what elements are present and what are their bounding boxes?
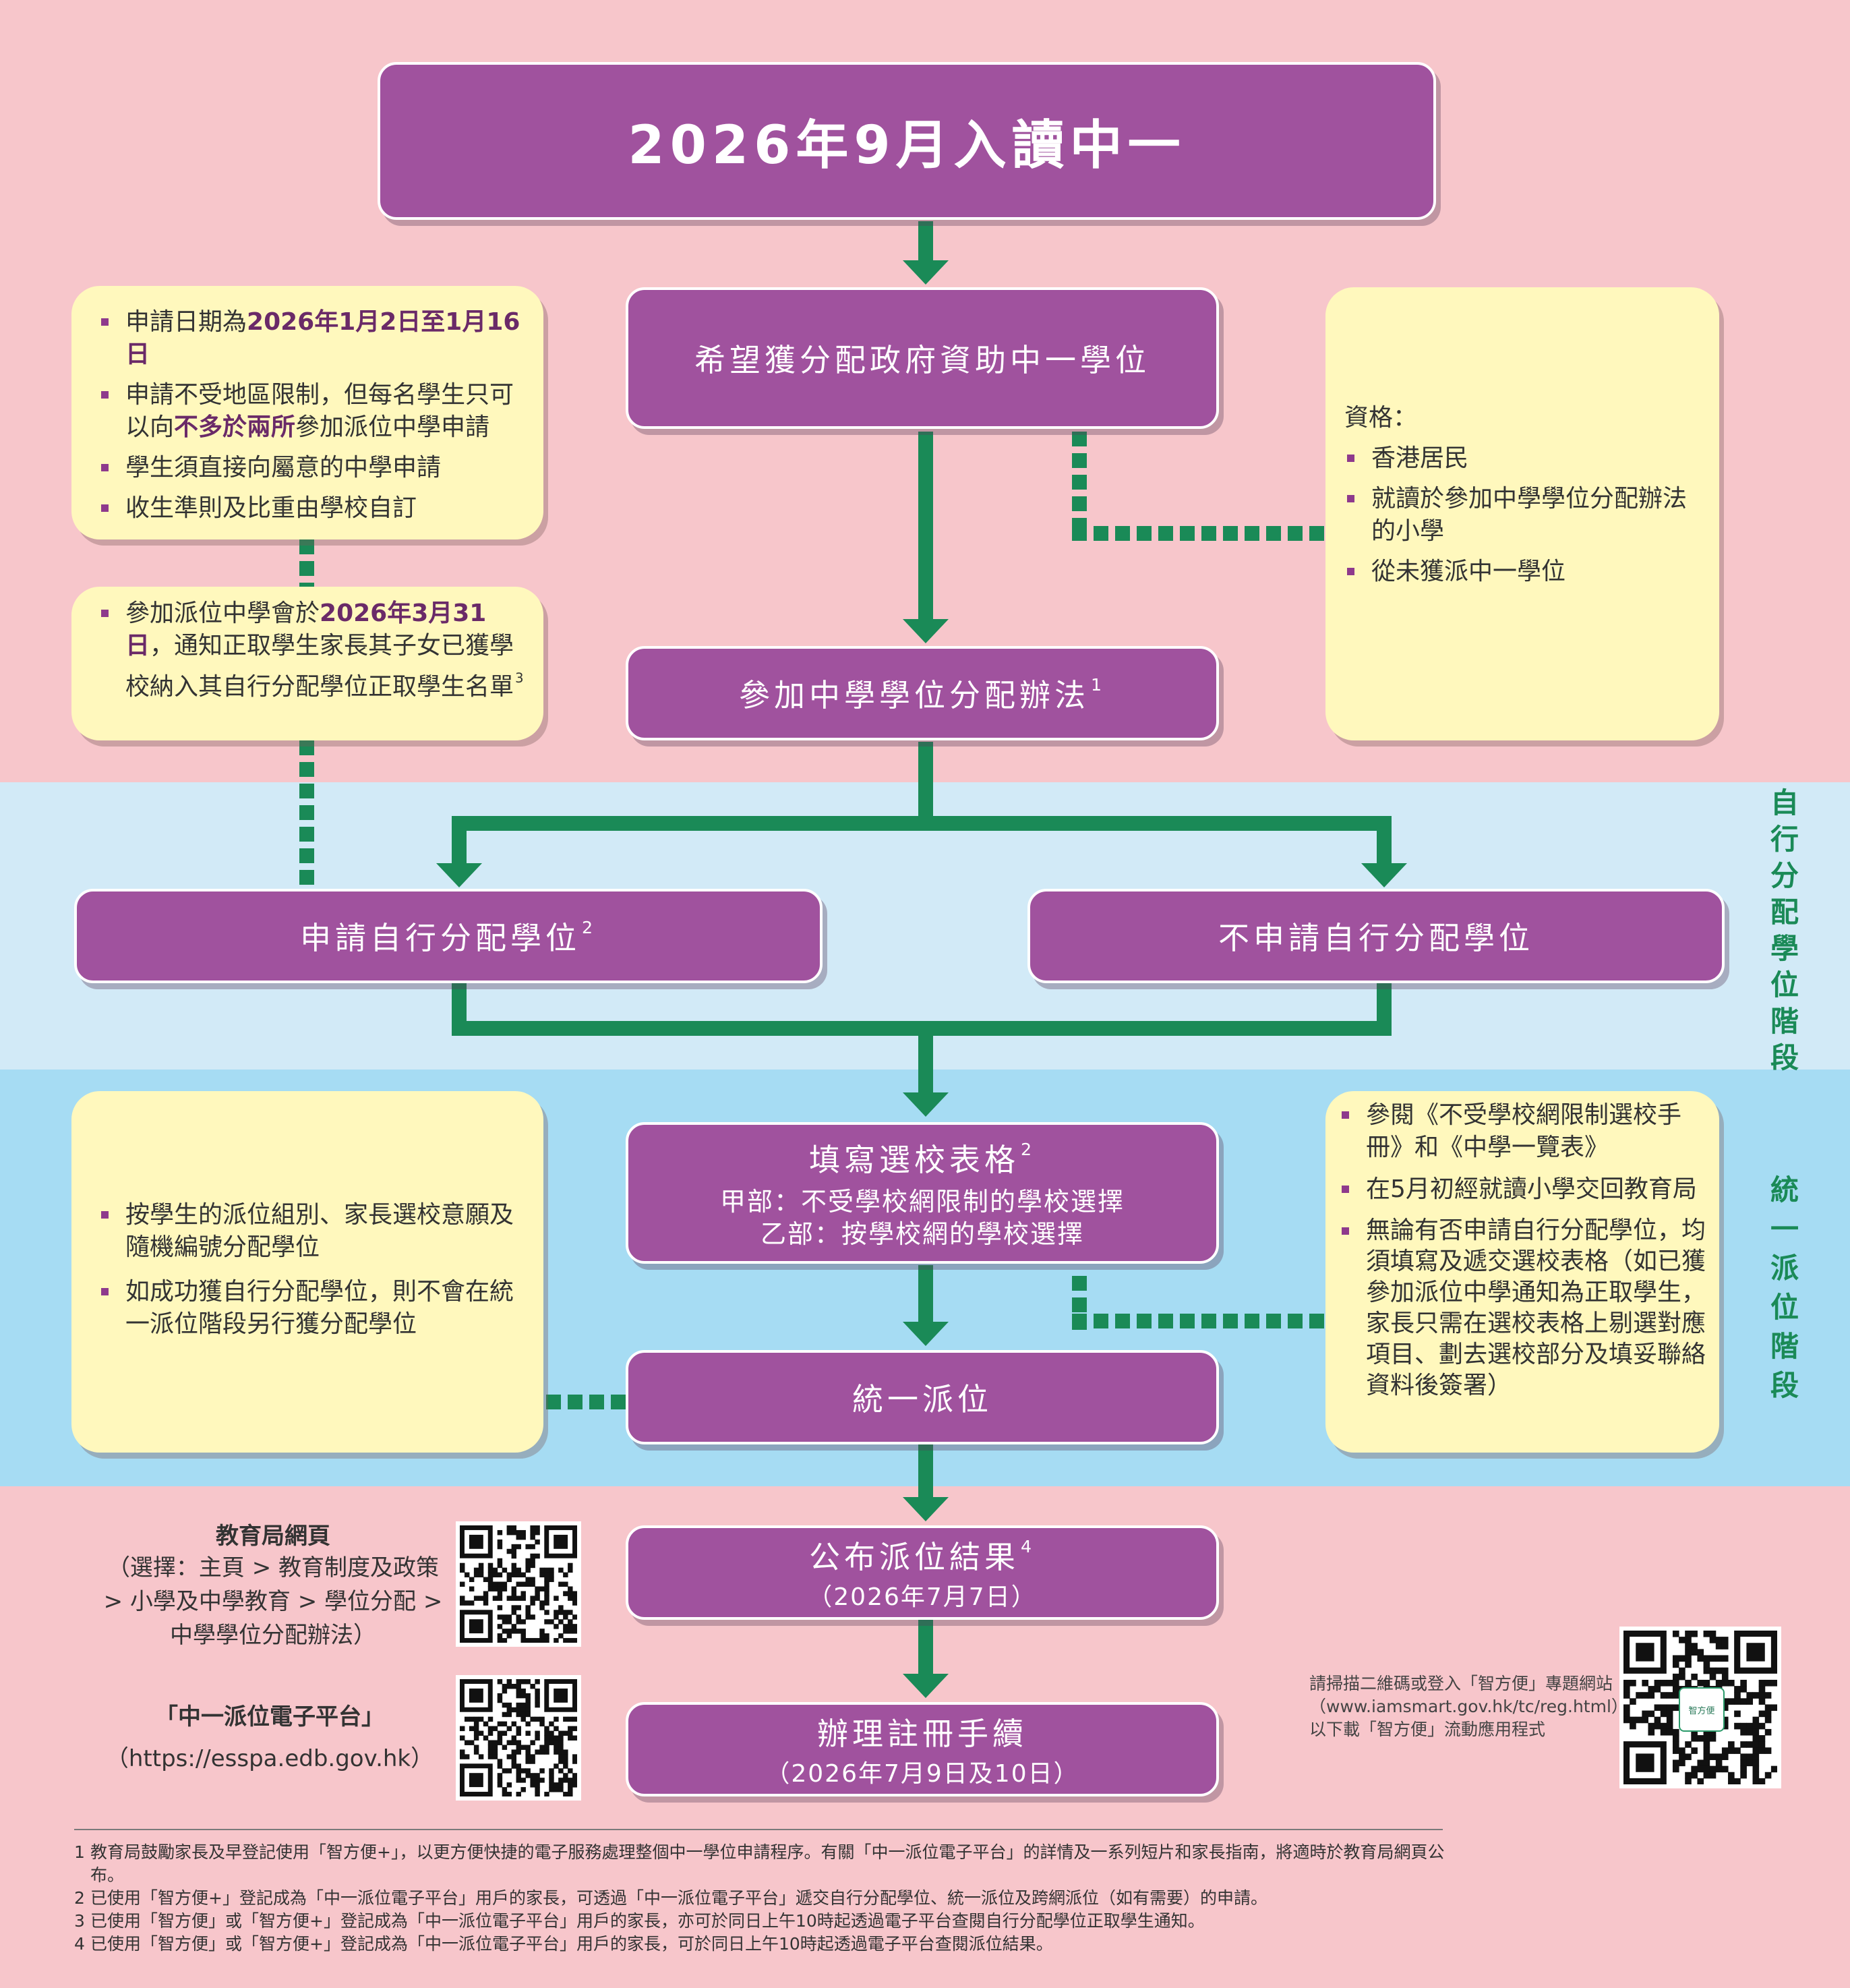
connector (918, 1265, 933, 1338)
dotted-connector (1072, 1314, 1325, 1328)
dotted-connector (1072, 526, 1325, 541)
iamsmart-logo: 智方便 (1679, 1687, 1725, 1732)
note-item: 參加派位中學會於2026年3月31日，通知正取學生家長其子女已獲學校納入其自行分… (98, 597, 527, 703)
note-item: 參閱《不受學校網限制選校手冊》和《中學一覽表》 (1339, 1099, 1710, 1164)
dotted-connector (299, 740, 314, 886)
node-join: 參加中學學位分配辦法1 (626, 646, 1219, 740)
eligibility-heading: 資格： (1344, 404, 1418, 432)
connector (452, 816, 1392, 831)
note-allocation: 按學生的派位組別、家長選校意願及隨機編號分配學位 如成功獲自行分配學位，則不會在… (71, 1091, 543, 1453)
connector (918, 1443, 933, 1501)
page-title: 2026年9月入讀中一 (628, 115, 1186, 176)
note-item: 就讀於參加中學學位分配辦法的小學 (1344, 483, 1703, 548)
node-register-label: 辦理註冊手續 (817, 1716, 1027, 1752)
dotted-connector (299, 539, 314, 587)
node-result-label: 公布派位結果4 (808, 1537, 1036, 1575)
node-hope: 希望獲分配政府資助中一學位 (626, 287, 1219, 429)
connector (918, 432, 933, 622)
node-fill-form-label: 填寫選校表格2 (808, 1140, 1036, 1178)
node-result-date: （2026年7月7日） (808, 1583, 1037, 1611)
arrow-down-icon (903, 1497, 949, 1521)
essp-qr-code[interactable] (456, 1675, 581, 1801)
iamsmart-qr-code[interactable] (1619, 1627, 1781, 1788)
stage-label-central: 統一派位階段 (1770, 1173, 1799, 1402)
note-item: 申請不受地區限制，但每名學生只可以向不多於兩所參加派位中學申請 (98, 379, 527, 444)
edb-webpage-path: （選擇：主頁 > 教育制度及政策 > 小學及中學教育 > 學位分配 > 中學學位… (103, 1554, 443, 1649)
stage-label-discretionary: 自行分配學位階段 (1770, 786, 1799, 1074)
note-notify: 參加派位中學會於2026年3月31日，通知正取學生家長其子女已獲學校納入其自行分… (71, 587, 543, 740)
node-apply-label: 申請自行分配學位2 (299, 918, 597, 956)
node-not-apply: 不申請自行分配學位 (1027, 889, 1725, 983)
note-item: 收生準則及比重由學校自訂 (98, 492, 527, 525)
note-item: 香港居民 (1344, 442, 1703, 475)
connector (918, 1618, 933, 1676)
node-register: 辦理註冊手續 （2026年7月9日及10日） (626, 1702, 1219, 1796)
note-application: 申請日期為2026年1月2日至1月16日 申請不受地區限制，但每名學生只可以向不… (71, 286, 543, 539)
connector (918, 742, 933, 823)
connector (452, 816, 467, 871)
note-item: 無論有否申請自行分配學位，均須填寫及遞交選校表格（如已獲參加派位中學通知為正取學… (1339, 1215, 1710, 1401)
arrow-down-icon (903, 619, 949, 643)
note-item: 學生須直接向屬意的中學申請 (98, 452, 527, 484)
node-fill-part-a: 甲部：不受學校網限制的學校選擇 (719, 1187, 1125, 1217)
footnote-rule (74, 1829, 1443, 1830)
iamsmart-note: 請掃描二維碼或登入「智方便」專題網站（www.iamsmart.gov.hk/t… (1309, 1674, 1637, 1739)
note-item: 從未獲派中一學位 (1344, 556, 1703, 588)
arrow-down-icon (903, 1322, 949, 1346)
note-central: 參閱《不受學校網限制選校手冊》和《中學一覽表》 在5月初經就讀小學交回教育局 無… (1325, 1091, 1719, 1453)
node-join-label: 參加中學學位分配辦法1 (738, 675, 1106, 713)
node-fill-form: 填寫選校表格2 甲部：不受學校網限制的學校選擇 乙部：按學校網的學校選擇 (626, 1122, 1219, 1264)
arrow-down-icon (1361, 863, 1407, 887)
note-eligibility: 資格： 香港居民 就讀於參加中學學位分配辦法的小學 從未獲派中一學位 (1325, 287, 1719, 740)
node-register-date: （2026年7月9日及10日） (765, 1760, 1079, 1788)
arrow-down-icon (436, 863, 482, 887)
node-fill-part-b: 乙部：按學校網的學校選擇 (760, 1219, 1084, 1249)
arrow-down-icon (903, 260, 949, 285)
essp-url[interactable]: （https://esspa.edb.gov.hk） (105, 1745, 434, 1772)
connector (1377, 816, 1392, 871)
edb-webpage-title: 教育局網頁 (216, 1523, 330, 1550)
note-item: 申請日期為2026年1月2日至1月16日 (98, 306, 527, 371)
edb-qr-code[interactable] (456, 1521, 581, 1647)
arrow-down-icon (903, 1674, 949, 1698)
node-central-label: 統一派位 (852, 1381, 992, 1417)
connector (918, 1021, 933, 1094)
title-box: 2026年9月入讀中一 (378, 62, 1436, 220)
essp-title: 「中一派位電子平台」 (155, 1703, 384, 1730)
note-item: 如成功獲自行分配學位，則不會在統一派位階段另行獲分配學位 (98, 1276, 527, 1341)
node-result: 公布派位結果4 （2026年7月7日） (626, 1525, 1219, 1620)
node-apply: 申請自行分配學位2 (74, 889, 823, 983)
arrow-down-icon (903, 1092, 949, 1117)
node-not-apply-label: 不申請自行分配學位 (1218, 920, 1534, 956)
connector (918, 221, 933, 260)
node-hope-label: 希望獲分配政府資助中一學位 (694, 342, 1150, 378)
dotted-connector (546, 1395, 627, 1409)
note-item: 在5月初經就讀小學交回教育局 (1339, 1173, 1710, 1206)
note-item: 按學生的派位組別、家長選校意願及隨機編號分配學位 (98, 1199, 527, 1264)
dotted-connector (1072, 432, 1087, 533)
node-central: 統一派位 (626, 1350, 1219, 1444)
